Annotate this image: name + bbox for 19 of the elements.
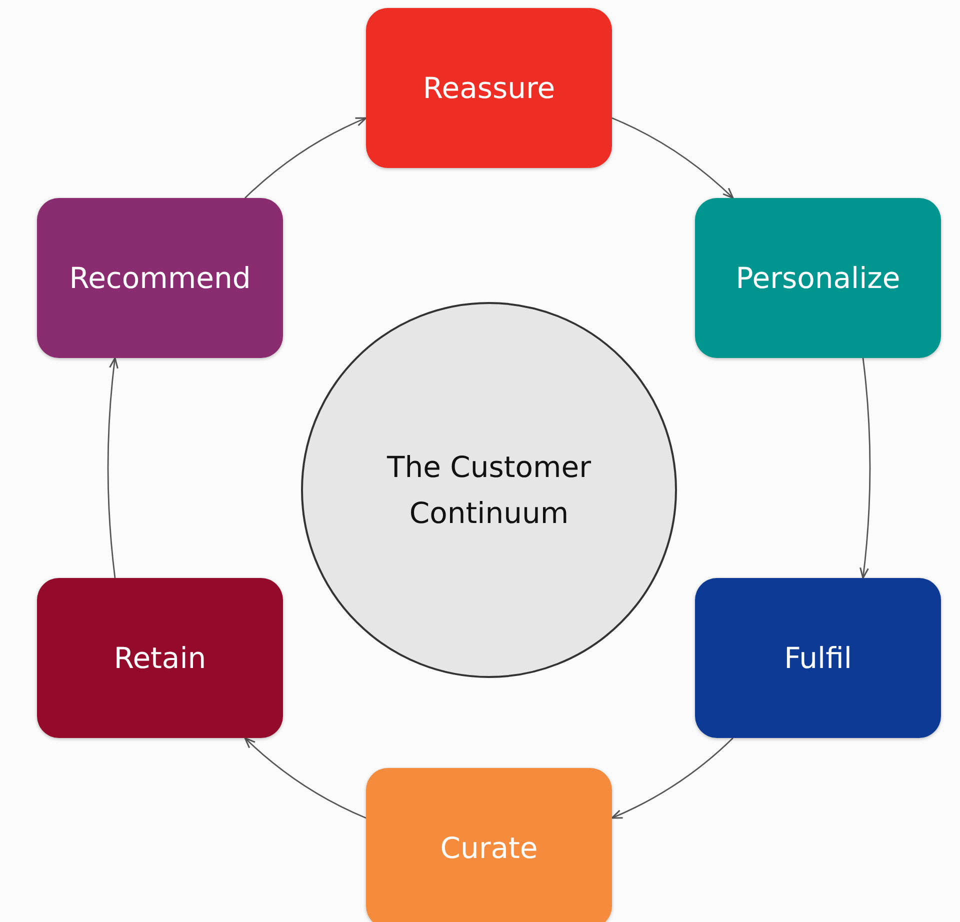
arrow [612,117,734,199]
stage-label: Curate [440,831,538,865]
stage-label: Fulfil [784,641,852,675]
arrow [107,357,119,578]
arrow [859,358,871,579]
stage-box [366,768,612,922]
stage-box [37,198,283,358]
stage-label: Retain [114,641,206,675]
stage-label: Reassure [422,71,556,105]
arrow [244,737,366,819]
arrow [611,738,734,819]
stage-box [695,198,941,358]
stage-label: Personalize [736,261,900,295]
stage-label: The Customer Continuum [386,448,592,532]
stage-box [695,578,941,738]
arrow [244,117,367,198]
stage-box [37,578,283,738]
stage-box [366,8,612,168]
stage-label: Recommend [69,261,251,295]
